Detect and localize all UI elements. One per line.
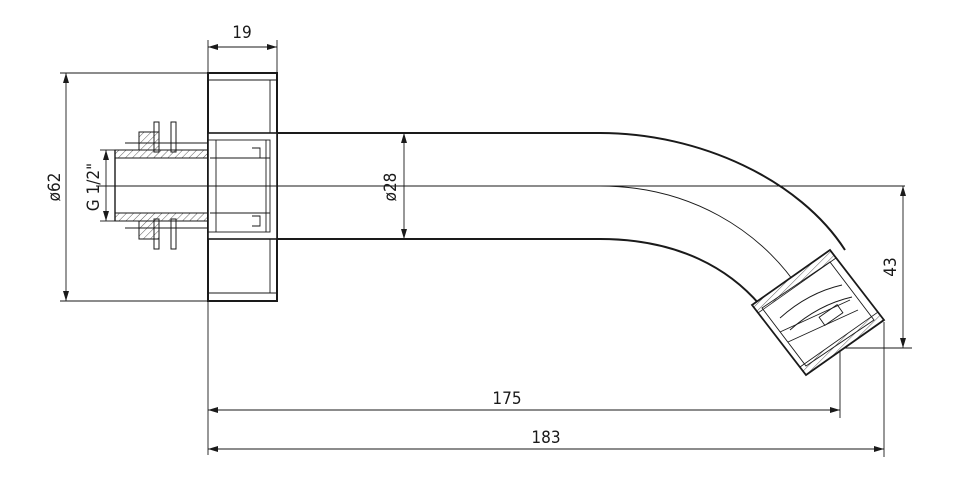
dimension-175: 175 (207, 301, 841, 455)
dimension-diameter-28-label: ø28 (381, 173, 401, 202)
dimension-thread-label: G 1/2" (84, 163, 104, 211)
dimension-183-label: 183 (531, 428, 560, 448)
aerator-head (750, 248, 886, 377)
spout-pipe (277, 132, 846, 306)
wall-flange (207, 72, 278, 302)
dimension-diameter-62: ø62 (45, 72, 208, 302)
dimension-43: 43 (845, 186, 912, 349)
dimension-183: 183 (208, 322, 885, 457)
dimension-43-label: 43 (881, 257, 901, 276)
dimension-175-label: 175 (492, 389, 521, 409)
dimension-diameter-62-label: ø62 (45, 173, 65, 202)
dimension-19-label: 19 (232, 23, 251, 43)
dimension-thread: G 1/2" (84, 149, 115, 222)
threaded-connector (114, 121, 211, 250)
dimension-diameter-28: ø28 (381, 133, 407, 239)
dimension-19: 19 (207, 23, 278, 73)
